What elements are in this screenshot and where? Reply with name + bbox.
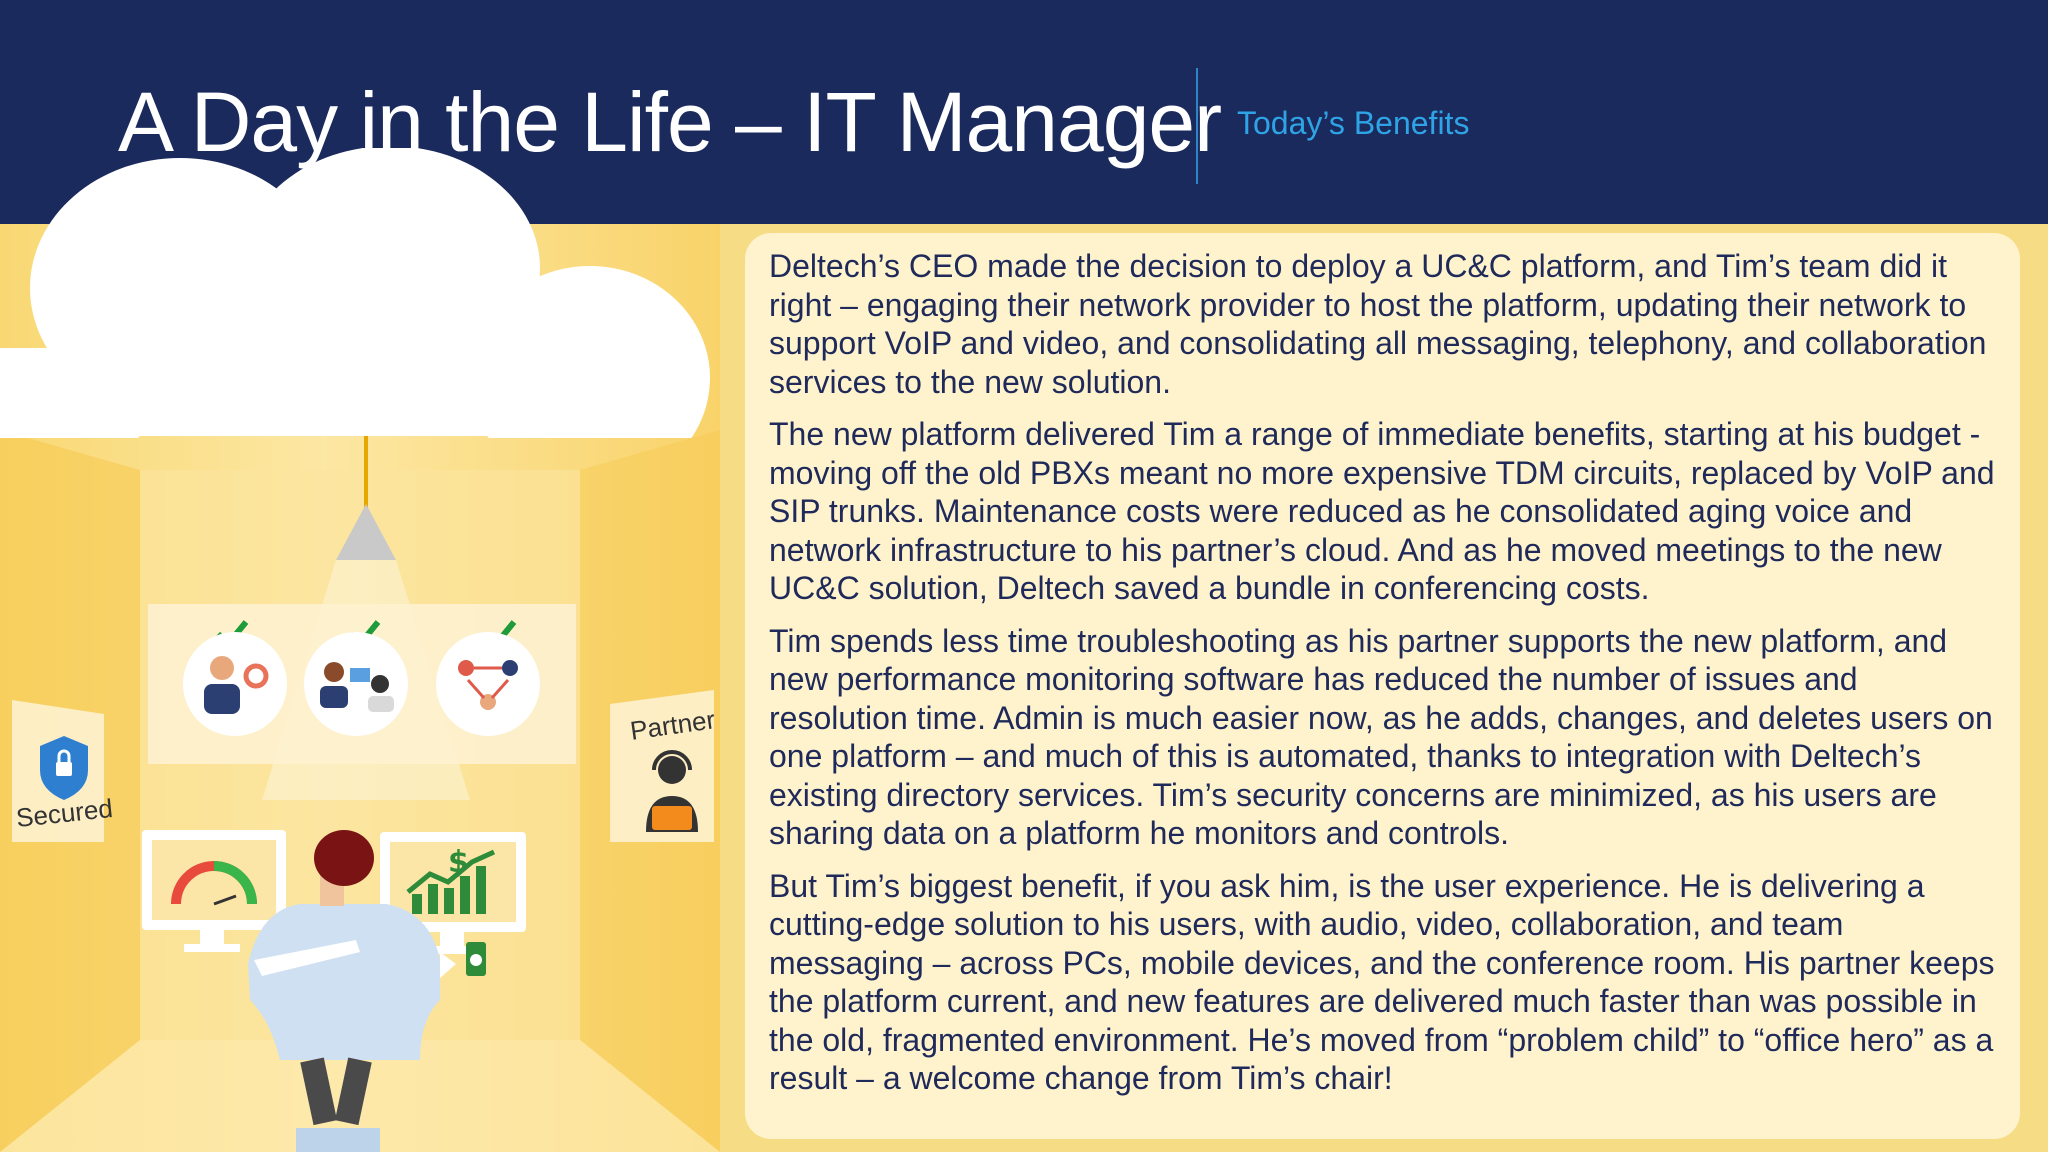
headset-agent-icon bbox=[646, 750, 698, 832]
people-gear-icon bbox=[183, 632, 287, 736]
dollar-growth-chart-icon: $ bbox=[406, 845, 496, 914]
section-subtitle: Today’s Benefits bbox=[1237, 105, 1470, 141]
page-title: A Day in the Life – IT Manager bbox=[118, 75, 1222, 169]
benefit-paragraph: But Tim’s biggest benefit, if you ask hi… bbox=[769, 867, 1995, 1097]
people-laptop-icon bbox=[304, 632, 408, 736]
people-network-icon bbox=[436, 632, 540, 736]
benefits-text-panel: Deltech’s CEO made the decision to deplo… bbox=[745, 233, 2020, 1139]
finance-monitor: $ bbox=[380, 832, 526, 954]
cloud-icon bbox=[0, 148, 710, 438]
benefit-paragraph: Tim spends less time troubleshooting as … bbox=[769, 622, 1993, 852]
benefit-paragraph: The new platform delivered Tim a range o… bbox=[769, 416, 1995, 606]
svg-text:$: $ bbox=[448, 845, 469, 880]
office-illustration: $ Secured Partner bbox=[0, 224, 720, 1152]
it-manager-figure bbox=[248, 830, 456, 1152]
coffee-cup-icon bbox=[466, 942, 486, 976]
speedometer-monitor bbox=[142, 830, 286, 952]
speedometer-icon bbox=[171, 861, 257, 906]
benefit-paragraph: Deltech’s CEO made the decision to deplo… bbox=[769, 248, 1987, 400]
shield-lock-icon bbox=[40, 736, 88, 800]
title-divider bbox=[1196, 68, 1198, 184]
